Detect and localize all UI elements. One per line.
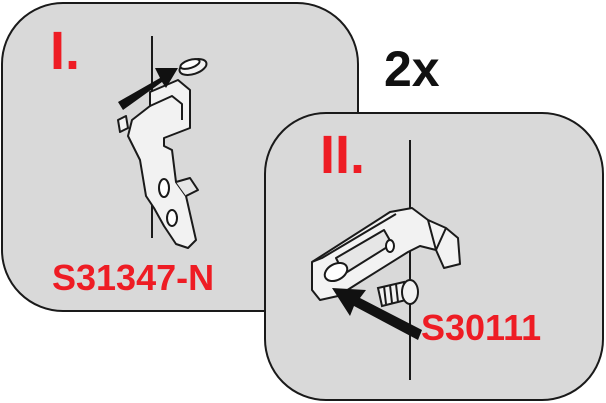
quantity-label: 2x <box>384 41 440 97</box>
step-2-part-code: S30111 <box>421 307 542 348</box>
hinge-part-1 <box>117 79 199 249</box>
step-2-number: II. <box>320 125 366 185</box>
cap-part <box>178 58 208 76</box>
screw-part <box>376 279 419 308</box>
insert-arrow-2 <box>332 288 422 340</box>
step-1-part-code: S31347-N <box>52 257 215 298</box>
insert-arrow-1 <box>118 68 178 110</box>
step-1-number: I. <box>50 21 81 81</box>
hinge-part-2 <box>311 207 461 301</box>
